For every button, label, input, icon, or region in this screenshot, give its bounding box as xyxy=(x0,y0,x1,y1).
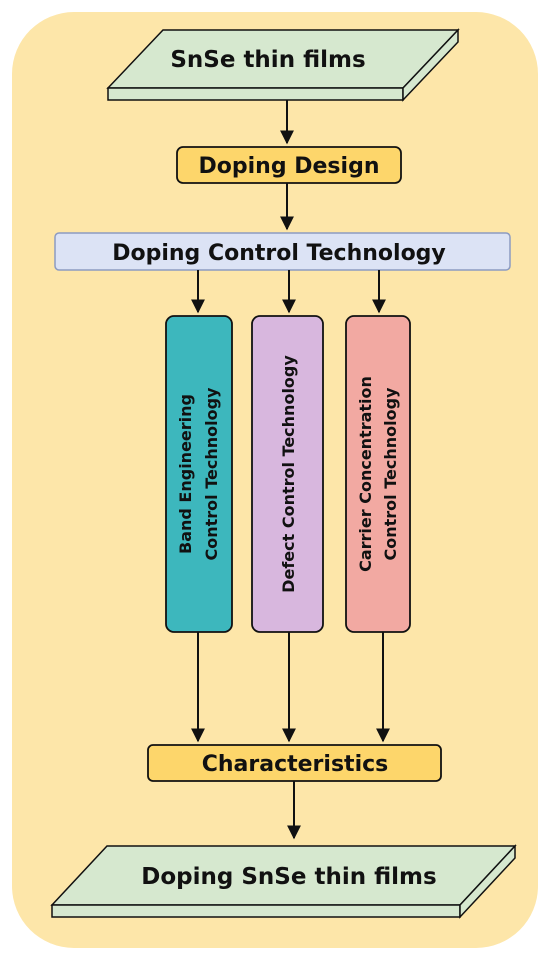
characteristics-label: Characteristics xyxy=(202,752,389,777)
control-box: Doping Control Technology xyxy=(54,232,511,271)
input-slab: SnSe thin films xyxy=(106,28,460,102)
design-box: Doping Design xyxy=(176,146,402,184)
band-engineering-box: Band Engineering Control Technology xyxy=(165,315,233,633)
input-label: SnSe thin films xyxy=(170,47,365,73)
defect-control-box: Defect Control Technology xyxy=(251,315,324,633)
defect-label: Defect Control Technology xyxy=(279,355,298,593)
control-label: Doping Control Technology xyxy=(112,241,446,266)
carrier-concentration-box: Carrier Concentration Control Technology xyxy=(345,315,411,633)
carrier-label-line1: Carrier Concentration xyxy=(356,376,375,572)
output-slab: Doping SnSe thin films xyxy=(50,844,517,919)
band-label-line2: Control Technology xyxy=(202,387,221,561)
design-label: Doping Design xyxy=(199,154,380,179)
output-label: Doping SnSe thin films xyxy=(141,864,436,890)
carrier-label-line2: Control Technology xyxy=(381,387,400,561)
band-label-line1: Band Engineering xyxy=(176,394,195,554)
characteristics-box: Characteristics xyxy=(147,744,442,782)
